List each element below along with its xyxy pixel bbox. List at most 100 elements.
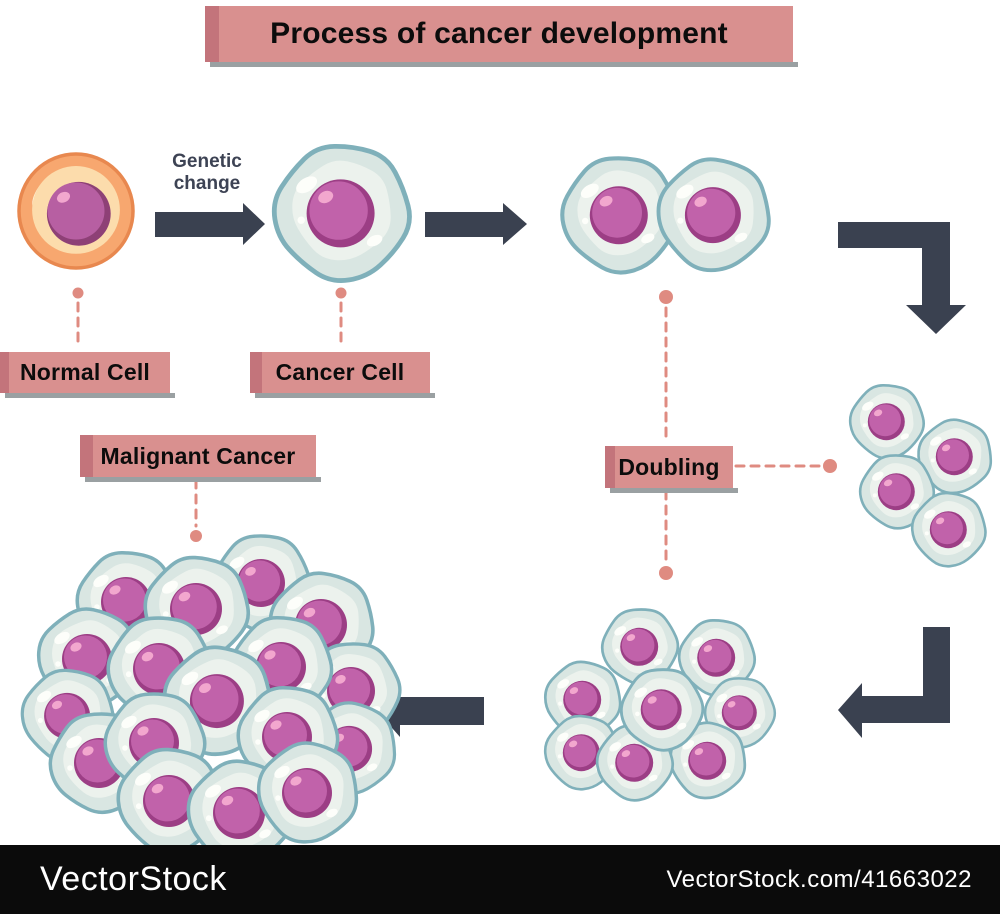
banner-edge xyxy=(605,446,615,488)
nucleus xyxy=(723,696,754,727)
banner-edge xyxy=(80,435,93,477)
nucleus-gloss xyxy=(318,190,334,204)
nucleus-gloss xyxy=(70,642,82,652)
cell-gloss xyxy=(730,669,740,677)
cell-gloss xyxy=(648,774,658,782)
cancer-cell xyxy=(858,454,936,530)
cell-gloss xyxy=(910,503,919,510)
cell-gloss xyxy=(900,433,909,440)
cell-gloss xyxy=(596,711,606,719)
nucleus-gloss xyxy=(569,687,579,695)
connector-dot xyxy=(659,290,673,304)
cell-gloss xyxy=(930,458,935,463)
cell-gloss xyxy=(296,176,318,194)
cell-gloss xyxy=(162,611,169,618)
cell-gloss xyxy=(872,493,877,498)
cell-gloss xyxy=(274,765,290,779)
normal-cell-label-text: Normal Cell xyxy=(19,359,150,385)
cell-gloss xyxy=(752,723,761,730)
nucleus xyxy=(642,690,678,726)
doubling-bottom-connector xyxy=(659,489,673,580)
cell-gloss xyxy=(692,659,697,664)
cancer-cell xyxy=(619,668,705,752)
nucleus xyxy=(687,188,736,237)
nucleus xyxy=(621,628,655,662)
cell-gloss xyxy=(216,625,228,635)
cell-gloss xyxy=(580,183,599,198)
banner-edge xyxy=(205,6,219,62)
genetic-change-label: Genetic change xyxy=(172,151,242,194)
cell-gloss xyxy=(968,468,977,475)
connector-dot xyxy=(659,566,673,580)
cell-gloss xyxy=(677,217,684,224)
cell-gloss xyxy=(162,580,178,594)
cell-gloss xyxy=(634,687,648,698)
cell-gloss xyxy=(635,711,640,717)
nucleus xyxy=(931,512,963,545)
nucleus-gloss xyxy=(626,634,636,642)
banner-shadow xyxy=(210,62,798,67)
cancer-cell-label: Cancer Cell xyxy=(250,352,435,398)
cell-gloss xyxy=(677,722,687,730)
cell-gloss xyxy=(676,184,694,199)
normal-cell-label: Normal Cell xyxy=(0,352,175,398)
nucleus xyxy=(869,404,901,437)
nucleus-gloss xyxy=(703,645,713,653)
cell-gloss xyxy=(66,735,82,749)
cell-gloss xyxy=(930,436,942,446)
cell-gloss xyxy=(653,658,663,666)
nucleus-gloss xyxy=(245,567,256,576)
cell-gloss xyxy=(275,795,281,801)
normal-cell xyxy=(17,152,135,270)
cell-gloss xyxy=(125,640,141,654)
cell-gloss xyxy=(326,808,338,818)
cell-gloss xyxy=(287,596,303,610)
nucleus xyxy=(564,681,598,715)
cell-gloss xyxy=(872,471,884,481)
nucleus xyxy=(215,788,260,834)
nucleus-gloss xyxy=(141,651,154,662)
connector-dot xyxy=(72,287,84,299)
cancer-cell xyxy=(656,157,771,273)
cell-gloss xyxy=(94,604,100,610)
cell-gloss xyxy=(610,764,615,769)
nucleus-gloss xyxy=(599,195,613,207)
cell-gloss xyxy=(54,631,70,645)
nucleus xyxy=(698,639,732,673)
cell-gloss xyxy=(121,715,137,729)
cancer-cell xyxy=(669,721,747,800)
banner-shadow xyxy=(85,477,321,482)
nucleus-gloss xyxy=(270,720,282,730)
nucleus xyxy=(879,474,911,507)
nucleus-gloss xyxy=(264,650,276,660)
cell-gloss xyxy=(55,661,61,667)
cell-gloss xyxy=(557,679,570,689)
nucleus xyxy=(145,776,190,822)
nucleus-gloss xyxy=(109,585,121,595)
cancer-cell xyxy=(186,759,293,867)
nucleus-gloss xyxy=(335,675,346,684)
cell-gloss xyxy=(614,626,627,636)
cell-gloss xyxy=(93,574,109,588)
nucleus-gloss xyxy=(51,700,63,710)
cell-gloss xyxy=(67,765,73,771)
nucleus xyxy=(192,675,239,723)
cell-gloss xyxy=(229,556,245,569)
cell-gloss xyxy=(615,648,620,653)
cancer-cell xyxy=(543,660,622,739)
nucleus xyxy=(284,769,327,813)
normal-cell-connector xyxy=(72,287,84,350)
arrow-division xyxy=(425,203,527,245)
cell-gloss xyxy=(366,763,378,772)
nucleus-gloss xyxy=(82,746,94,756)
cell-gloss xyxy=(641,233,655,244)
cell-gloss xyxy=(717,714,721,719)
doubling-top-connector xyxy=(659,290,673,445)
banner-edge xyxy=(0,352,9,393)
doubling-label-text: Doubling xyxy=(618,453,720,480)
arrow-genetic-change xyxy=(155,203,265,245)
cancer-cell-label-text: Cancer Cell xyxy=(275,359,405,385)
nucleus-gloss xyxy=(694,196,707,207)
page-title: Process of cancer development xyxy=(270,17,728,50)
cell-gloss xyxy=(557,754,562,759)
